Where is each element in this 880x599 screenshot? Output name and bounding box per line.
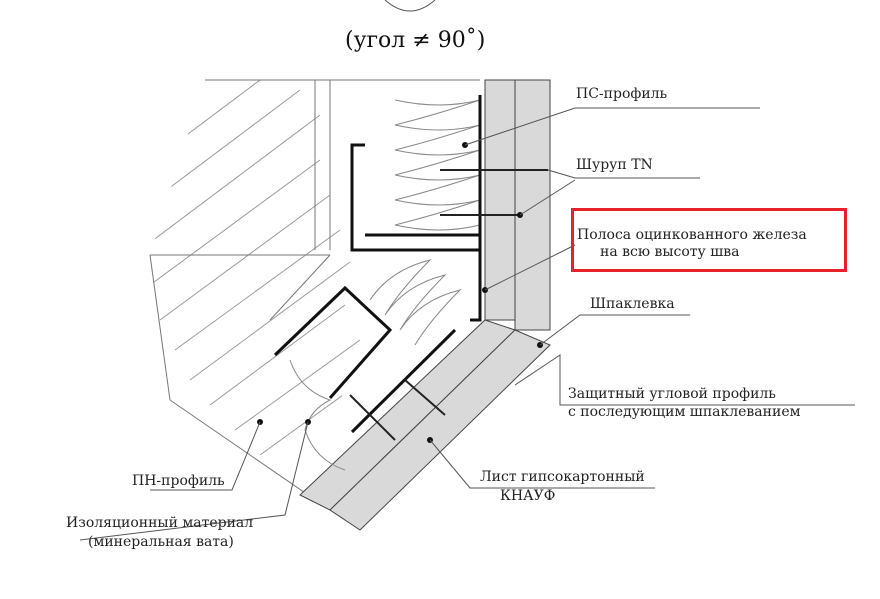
screws — [349, 169, 548, 441]
label-strip-line2: на всю высоту шва — [600, 244, 740, 260]
label-pn-profile: ПН-профиль — [132, 473, 225, 489]
label-corner-line2: с последующим шпаклеванием — [568, 404, 801, 420]
label-insul-line2: (минеральная вата) — [88, 534, 234, 550]
label-gkl-line1: Лист гипсокартонный — [480, 469, 645, 485]
label-gkl-line2: КНАУФ — [500, 488, 556, 504]
label-putty: Шпаклевка — [590, 296, 675, 312]
gypsum-boards-diagonal — [299, 319, 551, 531]
wall-outline — [149, 79, 480, 511]
label-screw: Шуруп TN — [576, 157, 653, 173]
diagram-title: (угол ≠ 90˚) — [345, 28, 486, 53]
label-insul-line1: Изоляционный материал — [66, 515, 254, 531]
leader-lines — [79, 107, 855, 541]
label-ps-profile: ПС-профиль — [576, 86, 668, 102]
gypsum-boards-vertical — [484, 79, 551, 331]
label-corner-line1: Защитный угловой профиль — [568, 386, 776, 402]
circle-arc — [384, 0, 436, 12]
mineral-wool — [289, 99, 481, 471]
label-strip-line1: Полоса оцинкованного железа — [577, 227, 807, 243]
highlight-box — [571, 208, 847, 272]
